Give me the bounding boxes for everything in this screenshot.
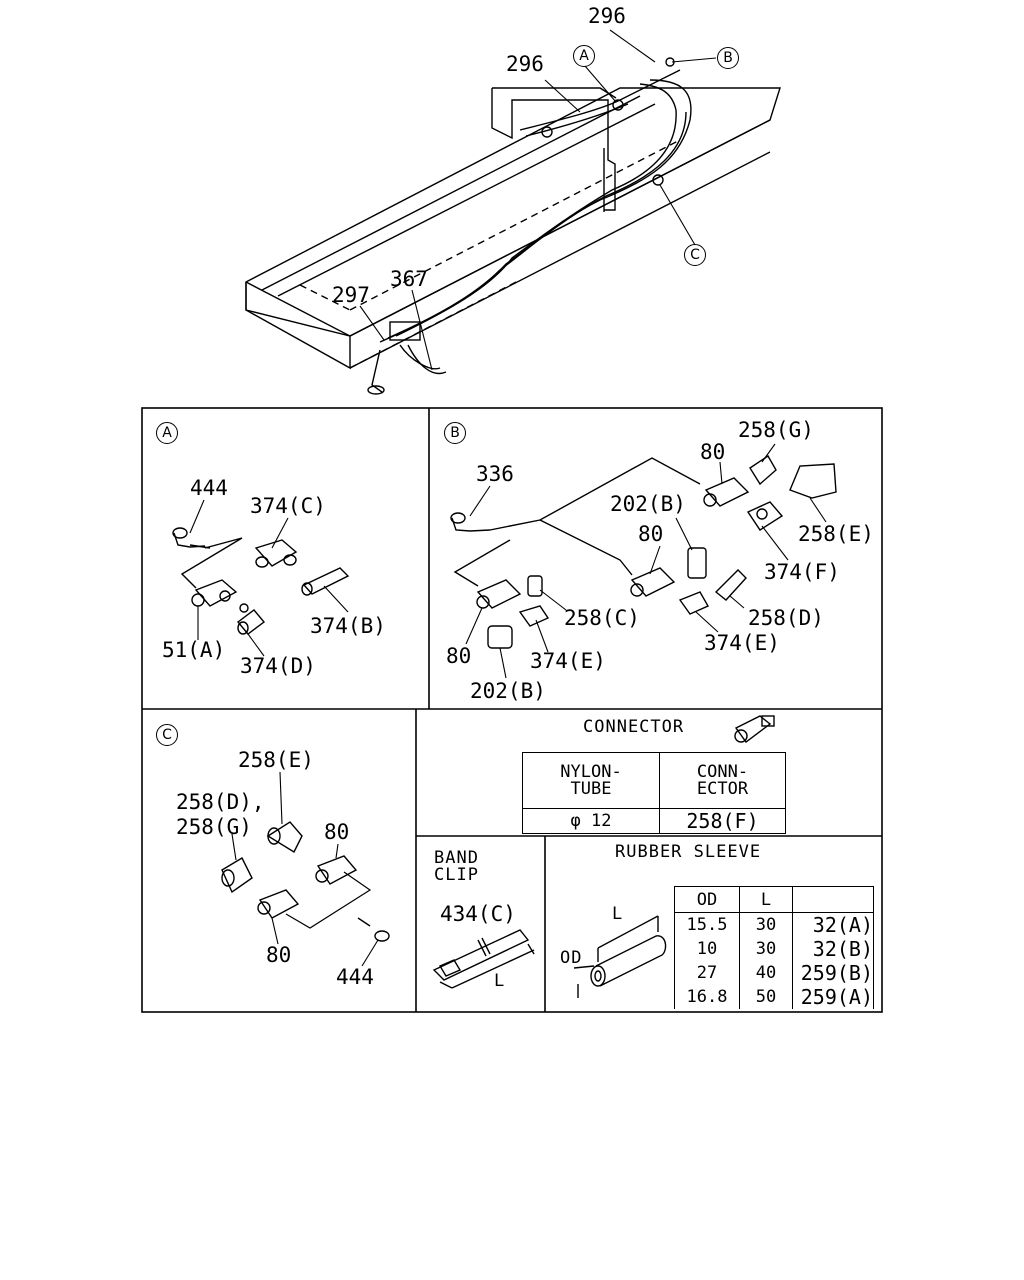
sleeve-header-l: L [739,886,793,913]
part-label-80-mid: 80 [638,522,664,546]
rubber-sleeve-dim-l: L [612,904,624,924]
connector-header-tube-line2: TUBE [570,778,612,799]
sleeve-row-od: 10 [675,937,740,961]
sleeve-row-l: 30 [739,937,793,961]
connector-part-cell: 258(F) [659,808,786,834]
panel-b-parts [450,443,837,679]
part-label-444: 444 [190,476,228,500]
sleeve-header-part [792,886,874,913]
connector-title: CONNECTOR [583,717,685,737]
sleeve-row-part: 32(B) [812,937,873,961]
sleeve-row-l: 30 [739,913,793,937]
panel-a-parts [172,499,350,657]
connector-size-cell: φ 12 [522,808,660,834]
part-label-80-top: 80 [700,440,726,464]
sleeve-rows: 15.5 30 32(A) 10 30 32(B) 27 40 259(B) 1… [675,913,873,1009]
part-label-80-c-bottom: 80 [266,943,292,967]
panel-a-marker: A [156,422,178,444]
part-label-258e: 258(E) [798,522,874,546]
part-label-258g-c: 258(G) [176,815,252,839]
connector-header-conn-line2: ECTOR [696,778,749,799]
part-label-51a: 51(A) [162,638,226,662]
band-clip-title-line2: CLIP [434,865,479,885]
connector-header-tube-line1: NYLON- [560,761,622,782]
band-clip-part: 434(C) [440,902,516,926]
section-marker-c: C [684,244,706,266]
part-label-374c: 374(C) [250,494,326,518]
part-label-258d: 258(D) [748,606,824,630]
part-label-374e-left: 374(E) [530,649,606,673]
rubber-sleeve-table: OD L 15.5 30 32(A) 10 30 32(B) 27 40 259… [674,886,874,1009]
sleeve-row-part: 32(A) [812,913,873,937]
band-clip-title-line1: BAND [434,848,479,868]
callout-296-top: 296 [588,4,626,28]
part-label-374e-right: 374(E) [704,631,780,655]
connector-header-tube: NYLON- TUBE [522,752,660,809]
rubber-sleeve-sketch [573,915,667,998]
callout-297: 297 [332,283,370,307]
sleeve-row-part: 259(A) [800,985,873,1009]
band-clip-dim-l: L [494,971,506,991]
part-label-258e-c: 258(E) [238,748,314,772]
part-label-374f: 374(F) [764,560,840,584]
connector-header-conn-line1: CONN- [696,761,749,782]
callout-367: 367 [390,267,428,291]
panel-c-parts [221,771,390,967]
part-label-258c: 258(C) [564,606,640,630]
connector-part-icon [734,715,775,743]
part-label-374d: 374(D) [240,654,316,678]
part-label-336: 336 [476,462,514,486]
part-label-258g: 258(G) [738,418,814,442]
rubber-sleeve-title: RUBBER SLEEVE [615,842,762,862]
part-label-202b-bottom: 202(B) [470,679,546,703]
panel-b-marker: B [444,422,466,444]
sleeve-row-l: 50 [739,985,793,1009]
connector-table: NYLON- TUBE CONN- ECTOR φ 12 258(F) [522,752,786,834]
rubber-sleeve-dim-od: OD [560,948,583,968]
panel-c-marker: C [156,724,178,746]
part-label-202b-top: 202(B) [610,492,686,516]
part-label-258d-c: 258(D), [176,790,265,814]
panel-frames [141,407,883,1013]
part-label-80-left: 80 [446,644,472,668]
sleeve-header-od: OD [674,886,740,913]
section-marker-b: B [717,47,739,69]
sleeve-row-od: 27 [675,961,740,985]
section-marker-a: A [573,45,595,67]
sleeve-row-l: 40 [739,961,793,985]
sleeve-row-od: 15.5 [675,913,740,937]
part-label-374b: 374(B) [310,614,386,638]
band-clip-sketch [432,929,535,989]
overview-leaders [359,29,717,371]
part-label-444-c: 444 [336,965,374,989]
sleeve-row-part: 259(B) [800,961,873,985]
sleeve-row-od: 16.8 [675,985,740,1009]
callout-296-mid: 296 [506,52,544,76]
connector-header-conn: CONN- ECTOR [659,752,786,809]
part-label-80-c-top: 80 [324,820,350,844]
chassis-frame [245,57,781,395]
